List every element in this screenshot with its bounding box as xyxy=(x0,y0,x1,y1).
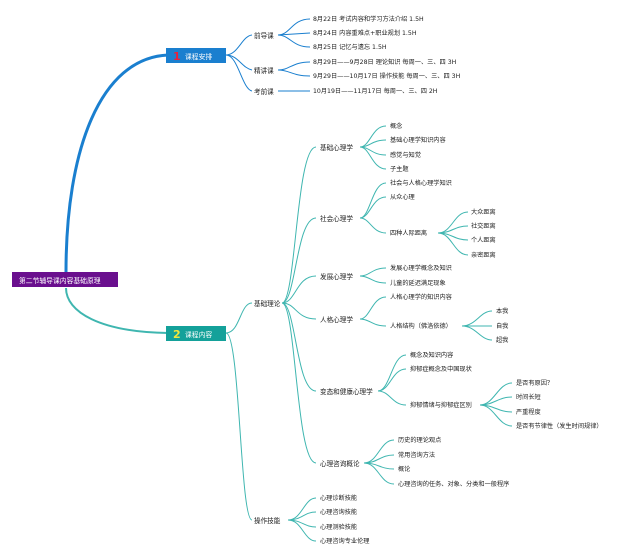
node-counseling[interactable]: 心理咨询概论 xyxy=(320,459,360,468)
leaf-node[interactable]: 亲密距离 xyxy=(471,251,496,259)
leaf-node[interactable]: 常用咨询方法 xyxy=(398,451,435,459)
node-intensive-item[interactable]: 8月29日——9月28日 理论知识 每周一、三、四 3H xyxy=(313,58,457,66)
leaf-node[interactable]: 心理咨询专业伦理 xyxy=(320,537,370,545)
node-preview-item[interactable]: 8月25日 记忆与遗忘 1.5H xyxy=(313,43,387,51)
leaf-node[interactable]: 心理测验技能 xyxy=(320,523,357,531)
schedule-badge-bg xyxy=(166,48,226,63)
node-structure[interactable]: 人格结构（佛洛依德） xyxy=(390,322,452,330)
node-distance[interactable]: 四种人际距离 xyxy=(390,229,427,237)
node-exam-prep[interactable]: 考前课 xyxy=(254,87,274,96)
node-exam-prep-item[interactable]: 10月19日——11月17日 每周一、三、四 2H xyxy=(313,87,438,95)
leaf-node[interactable]: 时间长短 xyxy=(516,393,541,401)
content-badge-bg xyxy=(166,326,226,341)
node-intensive[interactable]: 精讲课 xyxy=(254,66,274,75)
node-social-psych[interactable]: 社会心理学 xyxy=(320,214,353,223)
leaf-node[interactable]: 概论 xyxy=(398,465,411,473)
node-skills[interactable]: 操作技能 xyxy=(254,516,281,525)
root-label: 第二节辅导课内容基础原理 xyxy=(19,276,101,285)
leaf-node[interactable]: 儿童的延迟满足现象 xyxy=(390,279,446,287)
node-preview-item[interactable]: 8月24日 内容重难点+职业规划 1.5H xyxy=(313,29,417,37)
leaf-node[interactable]: 基础心理学知识内容 xyxy=(390,136,446,144)
leaf-node[interactable]: 心理诊断技能 xyxy=(320,494,357,502)
node-preview[interactable]: 前导课 xyxy=(254,31,274,40)
content-badge[interactable]: 2 课程内容 xyxy=(166,326,226,341)
leaf-node[interactable]: 历史的理论观点 xyxy=(398,436,441,444)
leaf-node[interactable]: 社会与人格心理学知识 xyxy=(390,179,452,187)
content-label: 课程内容 xyxy=(185,330,212,339)
schedule-number: 1 xyxy=(173,50,181,63)
schedule-connectors xyxy=(225,18,311,92)
leaf-node[interactable]: 人格心理学的知识内容 xyxy=(390,293,452,301)
content-connectors xyxy=(225,125,513,542)
leaf-node[interactable]: 是否有原因？ xyxy=(516,379,553,387)
node-intensive-item[interactable]: 9月29日——10月17日 操作技能 每周一、三、四 3H xyxy=(313,72,461,80)
leaf-node[interactable]: 严重程度 xyxy=(516,408,541,416)
root-to-content-line xyxy=(65,287,169,334)
leaf-node[interactable]: 发展心理学概念及知识 xyxy=(390,264,452,272)
leaf-node[interactable]: 子主题 xyxy=(390,165,409,173)
leaf-node[interactable]: 心理咨询技能 xyxy=(320,508,357,516)
content-number: 2 xyxy=(173,328,181,341)
node-personality[interactable]: 人格心理学 xyxy=(320,315,353,324)
root-node-bg xyxy=(12,272,118,287)
leaf-node[interactable]: 本我 xyxy=(496,307,508,315)
leaf-node[interactable]: 概念 xyxy=(390,122,402,130)
root-to-schedule-line xyxy=(64,53,169,273)
schedule-badge[interactable]: 1 课程安排 xyxy=(166,48,226,63)
schedule-label: 课程安排 xyxy=(185,52,212,61)
leaf-node[interactable]: 社交距离 xyxy=(471,222,496,230)
leaf-node[interactable]: 感觉与知觉 xyxy=(390,151,421,159)
node-abnormal[interactable]: 变态和健康心理学 xyxy=(320,387,373,396)
leaf-node[interactable]: 超我 xyxy=(496,336,508,344)
leaf-node[interactable]: 是否有节律性（发生时间规律） xyxy=(516,422,603,430)
leaf-node[interactable]: 自我 xyxy=(496,322,508,330)
leaf-node[interactable]: 从众心理 xyxy=(390,194,415,201)
leaf-node[interactable]: 心理咨询的任务、对象、分类和一般程序 xyxy=(398,480,509,488)
node-theory[interactable]: 基础理论 xyxy=(254,299,281,308)
root-node[interactable]: 第二节辅导课内容基础原理 xyxy=(12,272,118,287)
leaf-node[interactable]: 抑郁症概念及中国现状 xyxy=(410,365,473,373)
node-diff[interactable]: 抑郁情绪与抑郁症区别 xyxy=(410,401,472,409)
node-basic-psych[interactable]: 基础心理学 xyxy=(320,143,353,152)
node-preview-item[interactable]: 8月22日 考试内容和学习方法介绍 1.5H xyxy=(313,15,424,23)
node-dev-psych[interactable]: 发展心理学 xyxy=(320,272,353,281)
leaf-node[interactable]: 个人距离 xyxy=(471,236,496,244)
leaf-node[interactable]: 大众距离 xyxy=(471,208,496,216)
leaf-node[interactable]: 概念及知识内容 xyxy=(410,351,453,359)
